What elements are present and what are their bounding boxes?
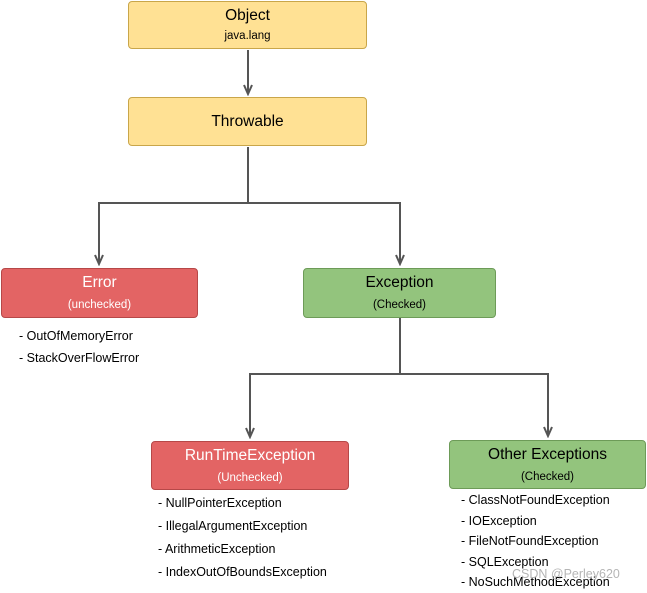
throwable-node: Throwable — [128, 97, 367, 146]
other-exceptions-examples-list: - ClassNotFoundException - IOException -… — [461, 490, 610, 593]
exception-title: Exception — [365, 274, 434, 291]
error-title: Error — [82, 274, 117, 291]
watermark-text: CSDN @Perley620 — [512, 567, 620, 581]
list-item: - FileNotFoundException — [461, 534, 599, 548]
throwable-title: Throwable — [211, 112, 284, 130]
list-item: - NoSuchMethodException — [461, 575, 610, 589]
other-exceptions-node: Other Exceptions (Checked) — [449, 440, 646, 489]
other-exceptions-title: Other Exceptions — [488, 445, 607, 463]
list-item: - IndexOutOfBoundsException — [158, 565, 327, 579]
list-item: - OutOfMemoryError — [19, 329, 133, 343]
list-item: - ArithmeticException — [158, 542, 276, 556]
exception-node: Exception (Checked) — [303, 268, 496, 318]
other-exceptions-subtitle: (Checked) — [520, 470, 575, 483]
list-item: - NullPointerException — [158, 496, 282, 510]
runtime-exception-subtitle: (Unchecked) — [217, 471, 283, 484]
error-node: Error (unchecked) — [1, 268, 198, 318]
runtime-exception-node: RunTimeException (Unchecked) — [151, 441, 349, 490]
connector-throwable-branch — [98, 147, 249, 264]
error-subtitle: (unchecked) — [67, 299, 132, 311]
error-examples-list: - OutOfMemoryError - StackOverFlowError — [19, 325, 139, 369]
list-item: - SQLException — [461, 554, 549, 569]
list-item: - IOException — [461, 513, 537, 528]
object-node: Object java.lang — [128, 1, 367, 49]
runtime-exception-title: RunTimeException — [184, 446, 316, 464]
runtime-exception-examples-list: - NullPointerException - IllegalArgument… — [158, 492, 327, 584]
object-subtitle: java.lang — [224, 30, 271, 42]
connector-throwable-exception — [248, 202, 400, 264]
list-item: - ClassNotFoundException — [461, 493, 610, 507]
exception-subtitle: (Checked) — [372, 299, 427, 311]
object-title: Object — [225, 7, 270, 24]
list-item: - StackOverFlowError — [19, 351, 140, 365]
list-item: - IllegalArgumentException — [158, 519, 308, 533]
connector-exception-other — [400, 373, 548, 436]
connector-exception-branch — [249, 318, 401, 437]
